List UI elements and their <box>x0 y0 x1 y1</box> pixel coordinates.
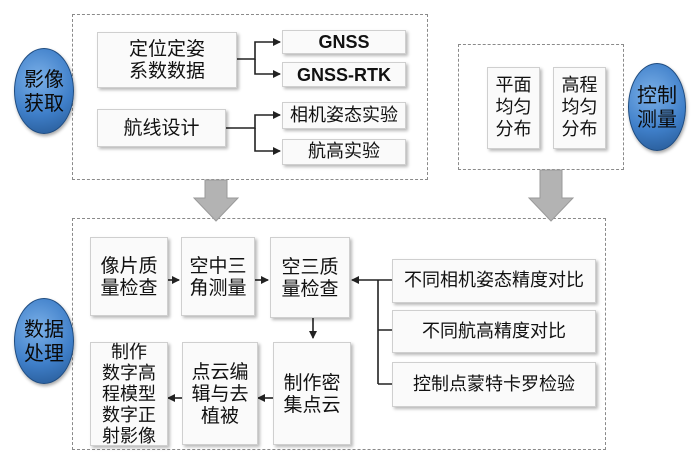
big-arrow-acquisition <box>192 179 240 222</box>
products-box: 制作 数字高 程模型 数字正 射影像 <box>90 342 168 447</box>
positioning-data-box: 定位定姿 系数数据 <box>97 32 237 88</box>
edit-cloud-box: 点云编 辑与去 植被 <box>182 342 258 445</box>
compare-attitude-box: 不同相机姿态精度对比 <box>392 259 596 303</box>
altitude-test-box: 航高实验 <box>282 139 406 165</box>
montecarlo-box: 控制点蒙特卡罗检验 <box>392 362 596 407</box>
label-data-processing: 数据 处理 <box>14 298 74 384</box>
compare-altitude-box: 不同航高精度对比 <box>392 310 596 353</box>
gnss-box: GNSS <box>282 30 406 54</box>
image-quality-box: 像片质 量检查 <box>90 237 168 316</box>
route-design-box: 航线设计 <box>97 109 226 147</box>
gnss-rtk-box: GNSS-RTK <box>282 62 406 87</box>
big-arrow-control <box>527 169 575 222</box>
label-control-survey: 控制 测量 <box>628 63 686 151</box>
aerial-triangulation-box: 空中三 角测量 <box>181 237 255 316</box>
at-quality-box: 空三质 量检查 <box>270 237 350 318</box>
attitude-test-box: 相机姿态实验 <box>282 102 406 129</box>
arrow-to-gnss <box>237 38 281 60</box>
label-image-acquisition: 影像 获取 <box>14 48 74 134</box>
plane-distribution-box: 平面 均匀 分布 <box>487 67 540 149</box>
dense-cloud-box: 制作密 集点云 <box>273 342 351 445</box>
arrow-to-altitude-test <box>254 128 281 155</box>
elevation-distribution-box: 高程 均匀 分布 <box>553 67 606 149</box>
feedback-bracket <box>377 280 392 385</box>
arrow-to-attitude-test <box>226 111 281 129</box>
arrow-to-gnss-rtk <box>254 59 281 78</box>
